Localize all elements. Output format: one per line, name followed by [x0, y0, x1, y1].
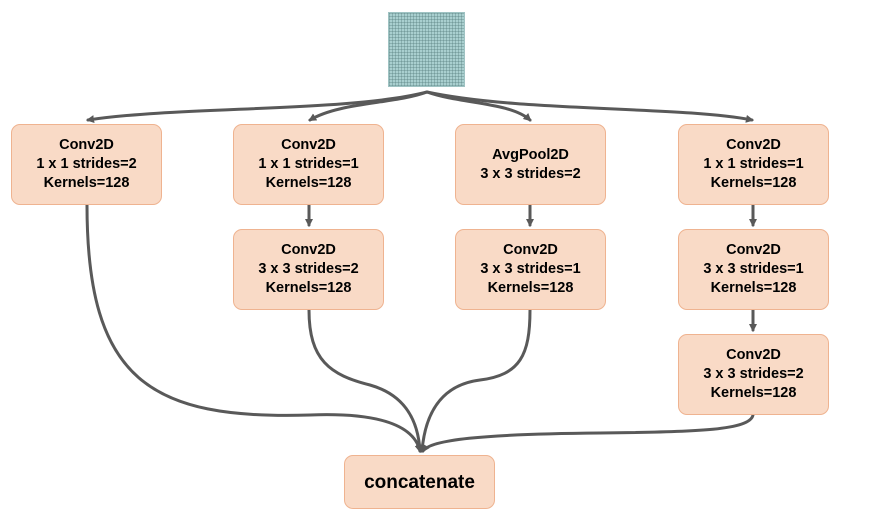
- node-label-line: 3 x 3 strides=2: [258, 261, 359, 277]
- edge-branch-2-to-concat: [307, 308, 424, 453]
- node-label-line: 3 x 3 strides=2: [703, 366, 804, 382]
- node-label-line: 1 x 1 strides=1: [258, 156, 359, 172]
- node-label-line: Kernels=128: [265, 175, 352, 191]
- concatenate-node: concatenate: [344, 455, 495, 509]
- edge-input-to-branch-2: [308, 90, 429, 122]
- node-label-line: Kernels=128: [710, 280, 797, 296]
- edge-branch-3-to-concat: [418, 308, 532, 453]
- edge-input-to-branch-4: [425, 90, 754, 123]
- node-label-line: Kernels=128: [710, 385, 797, 401]
- node-label-line: Conv2D: [726, 347, 781, 363]
- node-label-line: 3 x 3 strides=1: [703, 261, 804, 277]
- edge-branch-4-to-concat: [421, 413, 755, 453]
- node-label-line: Conv2D: [281, 137, 336, 153]
- node-label-line: Conv2D: [503, 242, 558, 258]
- node-label-line: AvgPool2D: [492, 146, 569, 163]
- input-feature-map-icon: [388, 12, 465, 87]
- node-label-line: Kernels=128: [710, 175, 797, 191]
- node-label-line: 3 x 3 strides=2: [480, 165, 581, 182]
- edge-input-to-branch-1: [86, 90, 429, 124]
- node-label-line: Conv2D: [281, 242, 336, 258]
- node-label-line: 1 x 1 strides=1: [703, 156, 804, 172]
- node-label-line: 3 x 3 strides=1: [480, 261, 581, 277]
- node-label-line: Kernels=128: [487, 280, 574, 296]
- node-label-line: Conv2D: [726, 137, 781, 153]
- node-label-line: 1 x 1 strides=2: [36, 156, 137, 172]
- node-label-line: Conv2D: [726, 242, 781, 258]
- node-label-line: Kernels=128: [43, 175, 130, 191]
- branch-3-node-1: AvgPool2D 3 x 3 strides=2: [455, 124, 606, 205]
- node-label-line: Conv2D: [59, 137, 114, 153]
- node-label-line: Kernels=128: [265, 280, 352, 296]
- concatenate-label: concatenate: [364, 471, 475, 493]
- edge-branch-1-to-concat: [85, 203, 423, 453]
